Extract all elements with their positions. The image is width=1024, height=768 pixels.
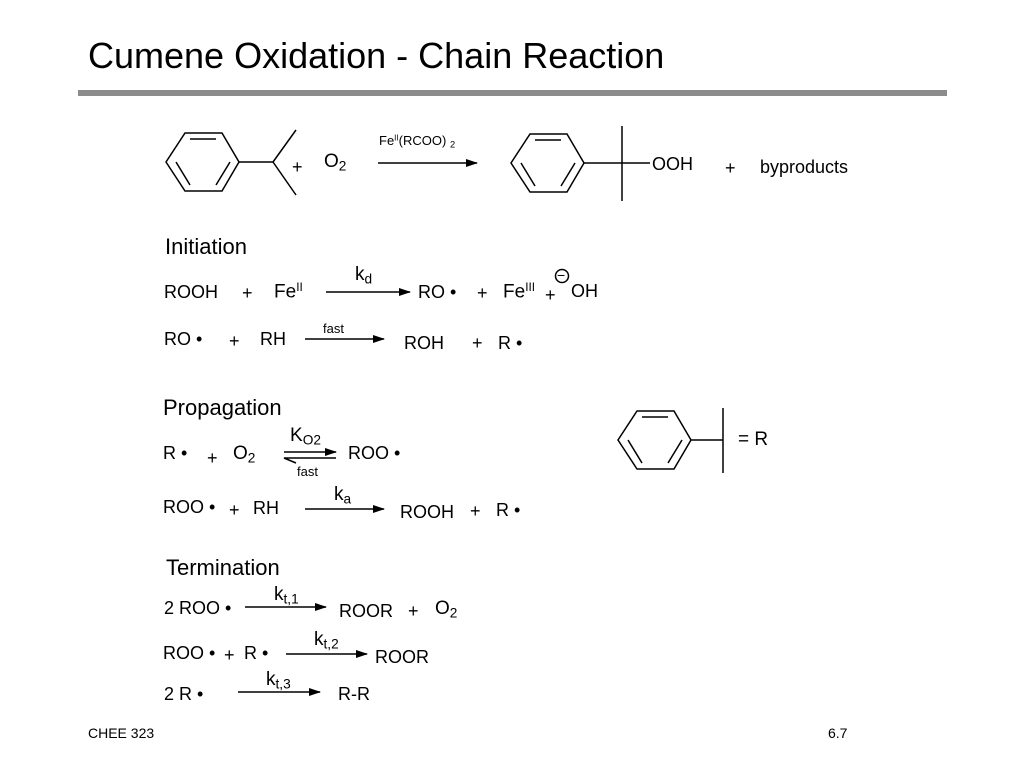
init2-ro-radical: RO (164, 330, 202, 348)
equilibrium-reverse-arrow (283, 457, 336, 464)
prop2-rooh: ROOH (400, 502, 454, 522)
init2-rh: RH (260, 329, 286, 349)
prop2-rh: RH (253, 498, 279, 518)
init1-rooh: ROOH (164, 282, 218, 302)
overall-byproducts: byproducts (760, 157, 849, 177)
overall-oxygen: O2 (324, 151, 347, 174)
prop1-equilibrium-constant: KO2 (290, 425, 321, 448)
prop2-plus-1: + (229, 500, 240, 520)
term2-rate-constant: kt,2 (314, 629, 339, 652)
slide-title: Cumene Oxidation - Chain Reaction (88, 35, 665, 76)
prop1-plus: + (207, 448, 218, 468)
term1-rate-constant: kt,1 (274, 584, 299, 607)
term2-plus: + (224, 645, 235, 665)
term3-rr: R-R (338, 684, 370, 704)
term2-roo-radical: ROO (163, 644, 215, 662)
r-group-legend: = R (738, 429, 769, 450)
prop2-plus-2: + (470, 501, 481, 521)
initiation-heading: Initiation (165, 234, 247, 259)
term1-oxygen: O2 (435, 598, 458, 621)
term2-r-radical: R (244, 644, 268, 662)
footer-course: CHEE 323 (88, 725, 155, 741)
prop1-fast-label: fast (297, 464, 318, 479)
prop1-roo-radical: ROO (348, 444, 400, 462)
init1-plus-1: + (242, 283, 253, 303)
init1-plus-2: + (477, 283, 488, 303)
init2-roh: ROH (404, 333, 444, 353)
prop2-rate-constant: ka (334, 484, 352, 507)
init2-fast-label: fast (323, 321, 344, 336)
init1-fe-iii: FeIII (503, 281, 535, 303)
term1-plus: + (408, 601, 419, 621)
init1-fe-ii: FeII (274, 281, 303, 303)
overall-catalyst: FeII(RCOO) 2 (379, 133, 456, 150)
cumene-structure (165, 129, 297, 196)
init2-plus-1: + (229, 331, 240, 351)
term3-rate-constant: kt,3 (266, 669, 291, 692)
prop2-r-radical: R (496, 501, 520, 519)
init1-minus-sign: − (557, 267, 566, 283)
title-rule (78, 90, 947, 96)
propagation-heading: Propagation (163, 395, 282, 420)
init2-plus-2: + (472, 333, 483, 353)
prop1-r-radical: R (163, 444, 187, 462)
term2-roor: ROOR (375, 647, 429, 667)
r-group-structure (617, 408, 724, 473)
term1-roor: ROOR (339, 601, 393, 621)
term3-reactants: 2 R (164, 685, 203, 703)
negative-charge-circle (554, 268, 570, 284)
overall-plus-1: + (292, 157, 303, 177)
init2-r-radical: R (498, 334, 522, 352)
init1-hydroxide: OH (571, 281, 598, 301)
overall-product-ooh: OOH (652, 154, 694, 174)
overall-plus-2: + (725, 158, 736, 178)
init1-ro-radical: RO (418, 283, 456, 301)
cumene-hydroperoxide-structure (510, 126, 650, 201)
footer-slide-number: 6.7 (828, 725, 848, 741)
init1-plus-3: + (545, 285, 556, 305)
term1-reactants: 2 ROO (164, 599, 231, 617)
init1-rate-constant: kd (355, 264, 373, 287)
prop1-oxygen: O2 (233, 443, 256, 466)
prop2-roo-radical: ROO (163, 498, 215, 516)
termination-heading: Termination (166, 555, 280, 580)
